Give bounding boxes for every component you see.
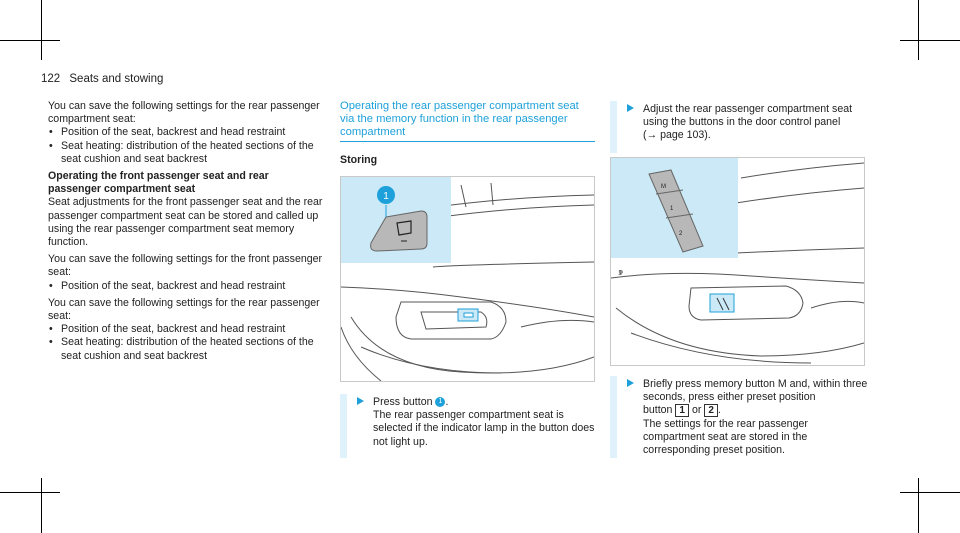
paragraph: You can save the following settings for … — [48, 100, 320, 126]
step-text: Briefly press memory button M and, withi… — [643, 378, 868, 404]
page-header: 122 Seats and stowing — [41, 73, 163, 85]
step-result: The settings for the rear passenger comp… — [643, 417, 808, 457]
callout-number: 1 — [383, 191, 389, 202]
crop-mark — [900, 492, 960, 493]
crop-mark — [41, 0, 42, 60]
bullet-item: Position of the seat, backrest and head … — [48, 323, 324, 336]
crop-mark — [41, 478, 42, 533]
bullet-item: Position of the seat, backrest and head … — [48, 126, 324, 139]
step-text: Adjust the rear passenger compartment se… — [643, 103, 853, 129]
memory-button-label: 1 — [670, 206, 674, 212]
crop-mark — [0, 40, 60, 41]
arrow-icon — [627, 104, 634, 112]
step-sidebar — [610, 376, 617, 458]
preset-key-1: 1 — [675, 404, 689, 418]
door-panel-illustration: 1 — [340, 176, 595, 382]
punctuation: . — [717, 404, 721, 417]
section-title: Seats and stowing — [69, 73, 164, 85]
callout-number: 1 — [435, 397, 446, 408]
column-middle: Operating the rear passenger compartment… — [340, 100, 595, 167]
crop-mark — [900, 40, 960, 41]
memory-button-label: M — [661, 184, 666, 190]
paragraph: Seat adjustments for the front passenger… — [48, 196, 323, 249]
page-number: 122 — [41, 73, 61, 85]
paragraph: You can save the following settings for … — [48, 296, 320, 323]
bullet-item: Seat heating: distribution of the heated… — [48, 336, 324, 362]
crop-mark — [918, 0, 919, 60]
memory-button-label: 2 — [679, 231, 683, 237]
bullet-item: Position of the seat, backrest and head … — [48, 280, 324, 293]
arrow-icon — [357, 397, 364, 405]
punctuation: . — [445, 396, 449, 408]
bullet-item: Seat heating: distribution of the heated… — [48, 140, 324, 166]
section-heading: Operating the front passenger seat and r… — [48, 170, 269, 196]
crop-mark — [918, 478, 919, 533]
page-reference: (→ page 103). — [643, 129, 711, 142]
door-panel-drawing: 1 — [341, 177, 594, 381]
paragraph: You can save the following settings for … — [48, 253, 323, 279]
step-text: or — [691, 404, 702, 417]
blue-heading: Operating the rear passenger compartment… — [340, 100, 595, 142]
step-sidebar — [340, 394, 347, 458]
sub-heading: Storing — [340, 154, 378, 166]
crop-mark — [0, 492, 60, 493]
memory-buttons-illustration: M 1 2 1 — [610, 157, 865, 366]
step-text: button — [643, 404, 673, 417]
preset-key-2: 2 — [704, 404, 718, 418]
step-sidebar — [610, 101, 617, 153]
arrow-icon — [627, 379, 634, 387]
step-text: Press button — [373, 396, 433, 408]
memory-buttons-drawing: M 1 2 1 — [611, 158, 864, 364]
step-result: The rear passenger compartment seat is s… — [373, 409, 595, 448]
column-left: You can save the following settings for … — [48, 100, 324, 363]
callout-number: 1 — [618, 270, 622, 277]
